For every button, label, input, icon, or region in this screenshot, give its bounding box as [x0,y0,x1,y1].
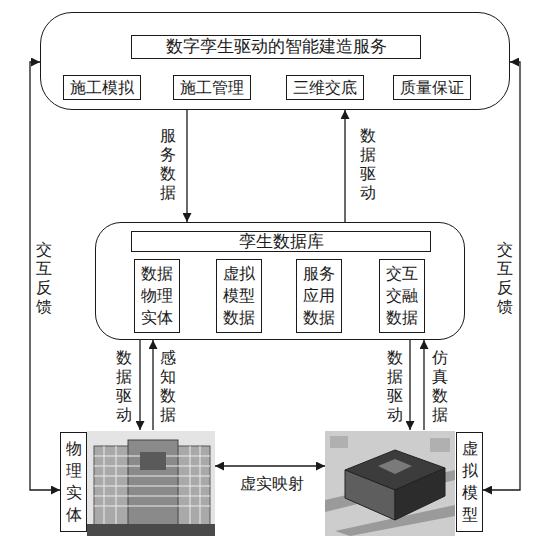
flow-label: 感知数据 [160,348,177,424]
box-label: 施工模拟 [70,78,134,98]
flow-label: 数据驱动 [387,348,404,424]
flow-arrow [215,465,325,466]
flow-label: 数据驱动 [360,126,377,202]
flow-label: 虚实映射 [236,474,308,493]
flow-arrow [423,340,424,430]
item-box: 交互交融数据 [379,259,425,333]
item-box: 施工模拟 [63,75,141,100]
item-box: 三维交底 [286,75,364,100]
scaffold-post [104,446,105,526]
item-box: 服务应用数据 [296,259,342,333]
item-box: 质量保证 [393,75,471,100]
render-ground [325,431,455,536]
entity-label: 物理实体 [60,432,87,532]
scaffold-post [190,446,191,526]
flow-arrow [409,340,410,430]
floor-line [94,486,210,487]
floor-line [94,496,210,497]
flow-arrow [139,340,140,430]
flow-arrow [152,340,153,430]
model-render [325,431,455,536]
panel-heading: 数字孪生驱动的智能建造服务 [131,35,421,59]
roof-feature [378,459,412,474]
entity-block: 物理实体 [60,430,215,536]
context-building [430,438,450,452]
flow-arrow [483,62,520,490]
floor-line [94,476,210,477]
flow-label: 仿真数据 [432,348,449,424]
box-label: 三维交底 [293,78,357,98]
building-core [128,440,178,526]
floor-line [94,506,210,507]
flow-label: 交互反馈 [497,240,514,316]
building-photo [87,431,215,536]
entity-block: 虚拟模型 [325,430,483,536]
scaffold-post [200,446,201,526]
flow-label: 交互反馈 [36,240,53,316]
box-label: 虚拟模型数据 [222,263,256,329]
scaffold-lines [94,446,210,526]
box-label: 质量保证 [400,78,464,98]
flow-arrow [186,110,187,222]
flow-label: 数据驱动 [116,348,133,424]
model-side [345,470,395,520]
box-label: 交互交融数据 [385,263,419,329]
flow-arrow [30,62,60,490]
item-box: 数据物理实体 [134,259,180,333]
photo-sky [87,431,215,536]
box-label: 施工管理 [180,78,244,98]
group-panel: 孪生数据库数据物理实体 虚拟模型数据 服务应用数据 交互交融数据 [95,222,465,340]
box-label: 服务应用数据 [302,263,336,329]
window-block [140,452,166,470]
item-box: 施工管理 [173,75,251,100]
flow-arrow [344,110,345,222]
ground [87,524,215,536]
context-building [330,436,348,448]
flow-label: 服务数据 [160,126,177,202]
box-label: 数据物理实体 [140,263,174,329]
panel-heading: 孪生数据库 [131,231,431,252]
item-box: 虚拟模型数据 [216,259,262,333]
model-side [395,468,445,520]
group-panel: 数字孪生驱动的智能建造服务施工模拟 施工管理 三维交底 质量保证 [40,12,510,110]
scaffold-post [116,446,117,526]
entity-label: 虚拟模型 [456,432,483,532]
